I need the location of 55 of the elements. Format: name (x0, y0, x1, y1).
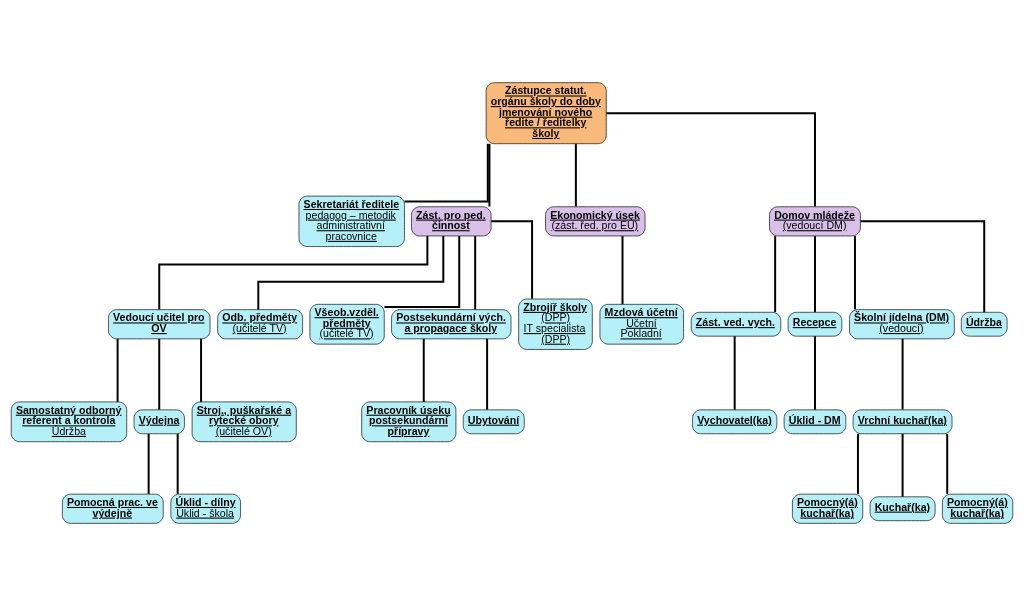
node-box: Úklid - DM (783, 409, 847, 434)
connector (158, 234, 429, 310)
node-box: Úklid - dílny Úklid - škola (170, 493, 241, 524)
connector (147, 432, 150, 495)
connector (733, 334, 736, 411)
connector (574, 142, 577, 207)
node-box: Ekonomický úsek (zást. řed. pro EÚ) (545, 205, 646, 236)
node-box: Všeob.vzděl. předměty (učitelé TV) (309, 303, 385, 344)
node-box: Zást. pro ped. činnost (411, 205, 492, 236)
connector (474, 234, 477, 310)
connector (853, 234, 856, 310)
node-box: Ubytování (462, 409, 525, 434)
connector (488, 142, 491, 207)
node-box: Vychovatel(ka) (692, 409, 778, 434)
node-box: Vrchní kuchař(ka) (852, 409, 953, 434)
connector (116, 337, 119, 403)
node-box: Zást. ved. vych. (690, 311, 782, 336)
connector (859, 219, 986, 313)
node-box: Vedoucí učitel pro OV (108, 308, 211, 339)
connector (200, 337, 203, 403)
connector (158, 337, 161, 411)
connector (901, 432, 904, 498)
connector (486, 337, 489, 411)
node-box: Recepce (787, 311, 843, 336)
node-box: Zbrojíř školy (DPP) IT specialista (DPP) (518, 298, 593, 350)
node-box: Sekretariát ředitele pedagog – metodik administrativní pracovnice (298, 195, 405, 247)
node-box: Zástupce statut. orgánu školy do doby jmenování nového ředite / ředitelky školy (485, 81, 607, 144)
connector (621, 234, 624, 305)
connector (946, 432, 949, 495)
node-box: Stroj., puškařské a rytecké obory (učitelé OV) (191, 401, 297, 442)
connector (813, 234, 816, 313)
connector (856, 432, 859, 495)
node-box: Pracovník úseku postsekundární přípravy (361, 401, 457, 442)
node-box: Pomocný(á) kuchař(ka) (792, 493, 864, 524)
node-box: Školní jídelna (DM) (vedoucí) (849, 308, 955, 339)
node-box: Mzdová účetní Účetní Pokladní (599, 303, 684, 344)
connector (490, 219, 534, 300)
connector (605, 111, 816, 208)
connector (422, 337, 425, 403)
node-box: Pomocný(á) kuchař(ka) (942, 493, 1014, 524)
node-box: Pomocná prac. ve výdejně (62, 493, 164, 524)
connector (403, 142, 489, 202)
connector (383, 234, 461, 308)
connector (901, 337, 904, 411)
node-box: Výdejna (133, 409, 185, 434)
connector (774, 234, 777, 313)
node-box: Odb. předměty (učitelé TV) (217, 308, 303, 339)
connector (813, 334, 816, 411)
connector (176, 432, 179, 495)
node-box: Údržba (961, 311, 1008, 336)
node-box: Postsekundární vých. a propagace školy (391, 308, 512, 339)
node-box: Kuchař(ka) (869, 495, 936, 521)
connector (257, 234, 445, 311)
node-box: Samostatný odborný referent a kontrola Údržba (10, 401, 128, 442)
node-box: Domov mládeže (vedoucí DM) (769, 205, 861, 236)
